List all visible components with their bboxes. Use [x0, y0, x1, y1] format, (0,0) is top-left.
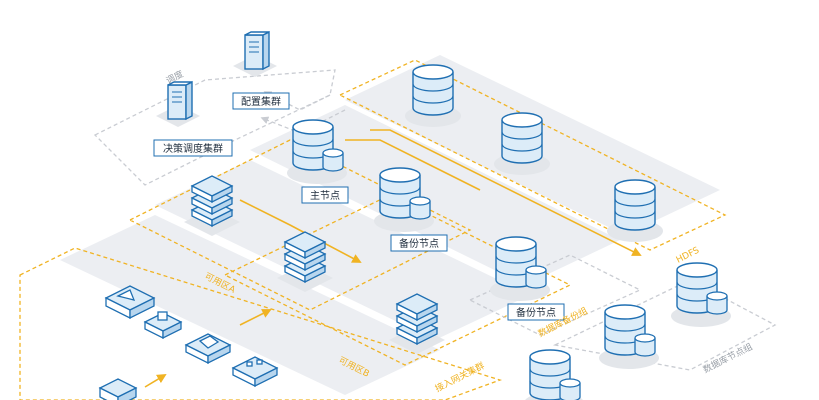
lock-tile-icon	[143, 311, 183, 340]
client-tiles	[98, 285, 279, 400]
network-tile-icon	[231, 356, 279, 388]
app-tile-icon	[98, 378, 138, 400]
schedule-zone	[93, 69, 336, 186]
chart-tile-icon	[104, 285, 156, 320]
access-server-stack	[389, 293, 445, 354]
decision-cluster-label: 决策调度集群	[163, 142, 223, 155]
zone-b-server-stack	[277, 231, 333, 292]
zone-a-outline	[128, 139, 472, 311]
backup-node-1-db	[374, 167, 434, 232]
primary-node-label: 主节点	[310, 190, 340, 202]
access-outline	[19, 247, 503, 400]
db-node-group-db-1	[671, 262, 731, 327]
db-node-group-label: 数据库节点组	[701, 340, 755, 375]
label-boxes: 配置集群 决策调度集群 主节点 备份节点 备份节点	[153, 92, 565, 321]
hdfs-db-3	[607, 179, 663, 242]
shield-tile-icon	[184, 333, 232, 365]
hdfs-db-1	[405, 64, 461, 127]
access-cluster-label: 接入网关集群	[433, 359, 487, 394]
flow-arrows	[144, 129, 642, 388]
backup-node-2-db	[490, 236, 550, 301]
hdfs-db-2	[494, 112, 550, 175]
primary-node-db	[287, 119, 347, 184]
zone-b-outline	[223, 194, 572, 366]
hdfs-outline	[338, 59, 727, 251]
backup-node-1-label: 备份节点	[399, 237, 439, 250]
db-node-group-db-3	[525, 349, 583, 400]
config-cluster-server	[233, 30, 277, 77]
decision-cluster-server	[156, 80, 200, 127]
zone-a-server-stack	[184, 175, 240, 236]
config-cluster-label: 配置集群	[241, 95, 281, 108]
backup-node-2-label: 备份节点	[516, 306, 556, 319]
db-node-group-db-2	[599, 304, 659, 369]
